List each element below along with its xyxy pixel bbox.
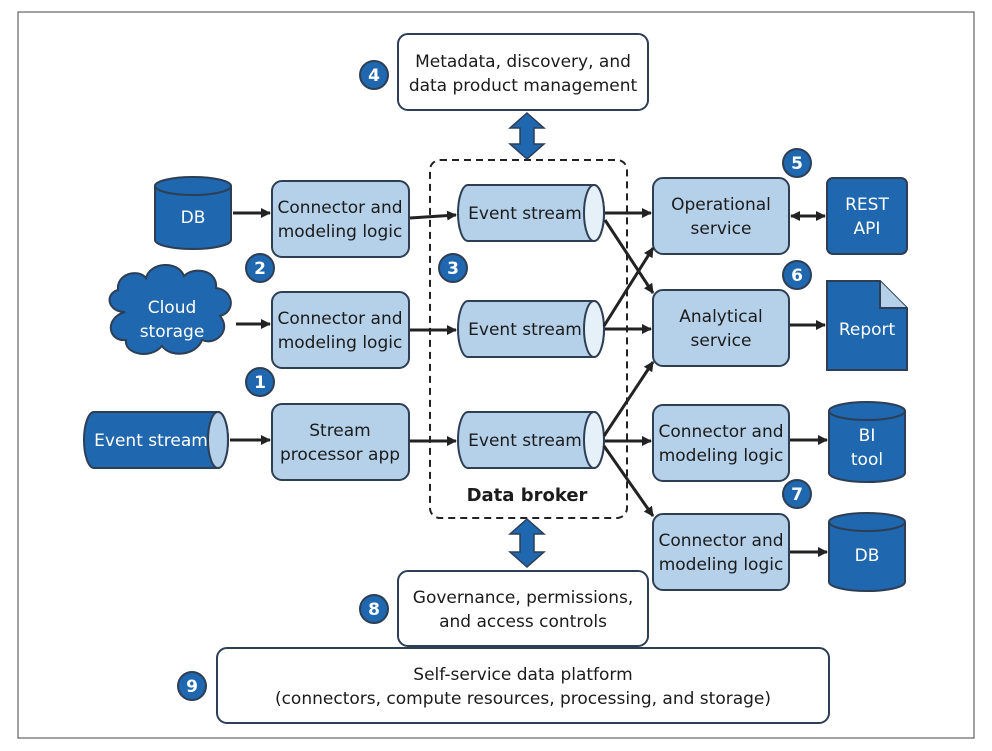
connector-db-line2: modeling logic: [659, 555, 784, 575]
rest-api-line2: API: [854, 219, 881, 239]
connector-1-line1: Connector and: [277, 198, 402, 218]
badge-8-number: 8: [368, 600, 380, 620]
source-cloud-line2: storage: [140, 322, 205, 342]
metadata-broker-double-arrow: [508, 111, 546, 161]
badge-2: 2: [245, 253, 275, 283]
bi-tool-line1: BI: [859, 426, 876, 446]
stream-processor-line2: processor app: [280, 445, 400, 465]
broker-event-stream-3-label: Event stream: [468, 431, 582, 451]
metadata-box: Metadata, discovery, and data product ma…: [397, 33, 649, 111]
operational-service-box: Operational service: [652, 177, 790, 255]
platform-box-line1: Self-service data platform: [413, 665, 632, 685]
analytical-line2: service: [691, 331, 752, 351]
broker-event-stream-2-label: Event stream: [468, 320, 582, 340]
connector-box-2: Connector and modeling logic: [271, 291, 410, 369]
source-event-stream: Event stream: [83, 411, 229, 469]
connector-bi-box: Connector and modeling logic: [652, 404, 790, 482]
stream-processor-box: Stream processor app: [271, 403, 410, 481]
connector-2-line1: Connector and: [277, 309, 402, 329]
connector-2-line2: modeling logic: [278, 333, 403, 353]
operational-line1: Operational: [671, 195, 771, 215]
source-db-label: DB: [181, 208, 206, 228]
badge-5-number: 5: [791, 154, 803, 174]
badge-4: 4: [359, 60, 389, 90]
connector-1-line2: modeling logic: [278, 222, 403, 242]
badge-4-number: 4: [368, 66, 380, 86]
badge-3-number: 3: [447, 259, 459, 279]
arrow-stream3-to-connector-db: [602, 445, 655, 517]
badge-9: 9: [177, 671, 207, 701]
governance-box-line2: and access controls: [439, 612, 607, 632]
arrow-stream1-to-analytical: [603, 219, 655, 294]
analytical-line1: Analytical: [679, 307, 762, 327]
governance-box: Governance, permissions, and access cont…: [397, 570, 649, 647]
badge-9-number: 9: [186, 677, 198, 697]
badge-2-number: 2: [254, 259, 266, 279]
arrow-connector1-to-stream1: [409, 210, 457, 221]
broker-event-stream-1: Event stream: [457, 184, 605, 242]
report-label: Report: [839, 320, 896, 340]
sink-db-label: DB: [855, 546, 880, 566]
rest-api-line1: REST: [845, 195, 889, 215]
governance-box-line1: Governance, permissions,: [413, 588, 633, 608]
badge-1: 1: [245, 367, 275, 397]
badge-3: 3: [438, 253, 468, 283]
broker-event-stream-1-label: Event stream: [468, 204, 582, 224]
connector-box-1: Connector and modeling logic: [271, 180, 410, 258]
badge-8: 8: [359, 594, 389, 624]
connector-bi-line2: modeling logic: [659, 446, 784, 466]
platform-box-line2: (connectors, compute resources, processi…: [275, 689, 771, 709]
arrow-stream2-to-operational: [602, 247, 655, 327]
source-cloud-line1: Cloud: [148, 298, 197, 318]
data-broker-boundary: [429, 159, 628, 519]
metadata-box-line2: data product management: [409, 76, 638, 96]
badge-7: 7: [782, 479, 812, 509]
arrow-stream3-to-analytical: [602, 361, 655, 437]
governance-broker-double-arrow: [508, 517, 546, 569]
broker-event-stream-2: Event stream: [457, 300, 605, 358]
bi-tool-cylinder: BI tool: [828, 401, 906, 483]
report-document: Report: [826, 280, 908, 371]
badge-5: 5: [782, 148, 812, 178]
rest-api-box: REST API: [826, 177, 908, 255]
connector-db-box: Connector and modeling logic: [652, 513, 790, 591]
source-db-cylinder: DB: [154, 176, 232, 250]
bi-tool-line2: tool: [851, 450, 883, 470]
source-cloud-storage: Cloud storage: [108, 264, 232, 355]
connector-db-line1: Connector and: [658, 531, 783, 551]
connector-bi-line1: Connector and: [658, 422, 783, 442]
sink-db-cylinder: DB: [828, 512, 906, 592]
badge-7-number: 7: [791, 485, 803, 505]
analytical-service-box: Analytical service: [652, 289, 790, 367]
metadata-box-line1: Metadata, discovery, and: [415, 52, 631, 72]
badge-6-number: 6: [791, 266, 803, 286]
operational-line2: service: [691, 219, 752, 239]
badge-1-number: 1: [254, 373, 266, 393]
badge-6: 6: [782, 260, 812, 290]
stream-processor-line1: Stream: [309, 421, 371, 441]
source-event-stream-label: Event stream: [94, 431, 208, 451]
platform-box: Self-service data platform (connectors, …: [216, 647, 830, 724]
broker-event-stream-3: Event stream: [457, 411, 605, 469]
data-broker-label: Data broker: [467, 485, 588, 506]
